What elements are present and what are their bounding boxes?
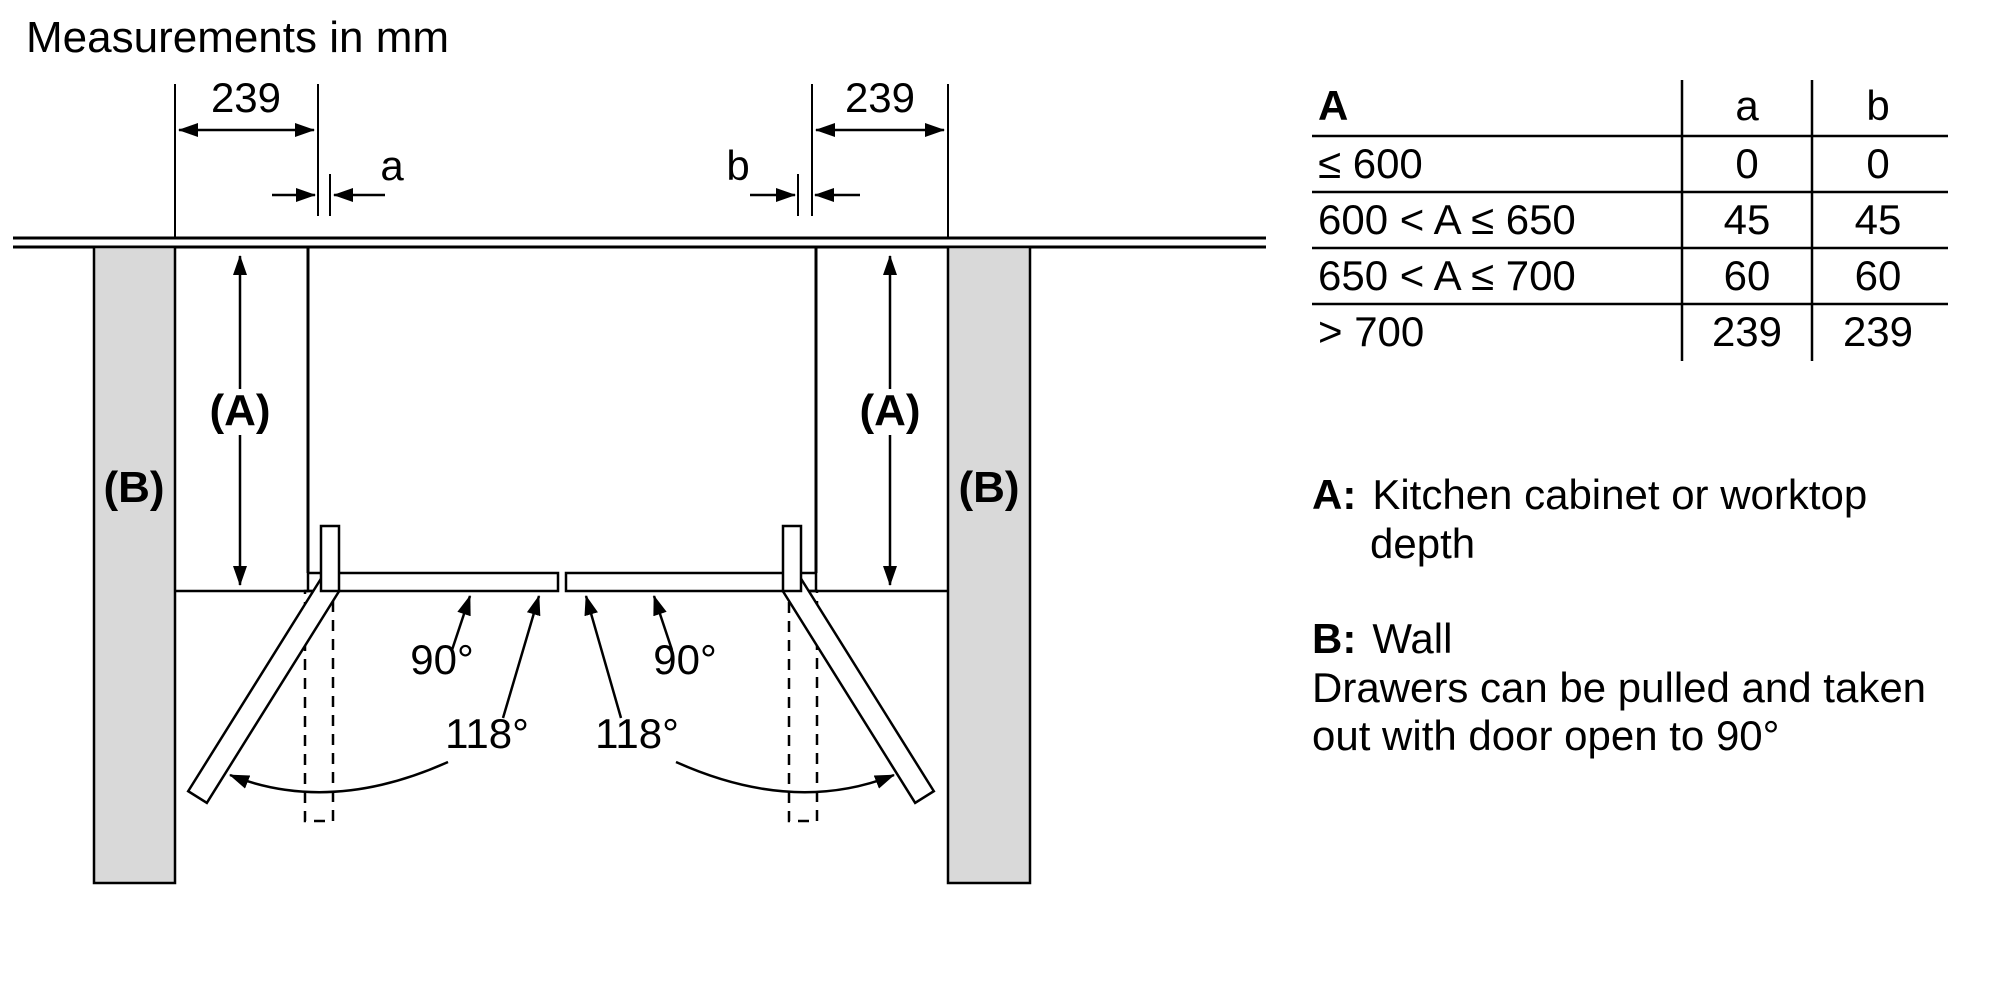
table-cell-a: 239 [1712, 308, 1782, 355]
door-90-left [303, 589, 335, 823]
depth-label-bg-right [850, 389, 930, 435]
dim-239-left-value: 239 [211, 74, 281, 121]
dim-a-label: a [380, 142, 404, 189]
legend-a-line1: A: Kitchen cabinet or worktop [1312, 471, 1867, 518]
depth-label-left: (A) [209, 386, 270, 435]
door-open-left [186, 577, 342, 805]
legend-note-line1: Drawers can be pulled and taken [1312, 664, 1926, 711]
hinge-right [781, 524, 803, 593]
dim-b-label: b [726, 142, 749, 189]
leader-118-right [584, 595, 623, 719]
depth-label-bg-left [200, 389, 280, 435]
arc-118-right [675, 760, 895, 794]
legend-note-line2: out with door open to 90° [1312, 712, 1779, 759]
closed-door-right [564, 571, 818, 593]
depth-dimension-left: (A) [200, 255, 280, 586]
table-cell-b: 60 [1855, 252, 1902, 299]
legend-b-key: B: [1312, 615, 1356, 662]
right-wall-block [946, 245, 1032, 885]
legend-a-key: A: [1312, 471, 1356, 518]
spec-table: A a b ≤ 600 0 0 600 < A ≤ 650 45 45 650 … [1312, 80, 1948, 361]
table-cell-range: ≤ 600 [1318, 140, 1423, 187]
angle-90-right: 90° [653, 636, 717, 683]
closed-door-left [306, 571, 560, 593]
table-cell-a: 0 [1735, 140, 1758, 187]
angle-90-left: 90° [410, 636, 474, 683]
dim-b: b [726, 142, 860, 216]
angle-118-left: 118° [445, 710, 529, 757]
hinges [319, 524, 803, 593]
right-wall: (B) [946, 245, 1032, 885]
table-row: > 700 239 239 [1318, 308, 1913, 355]
page-title: Measurements in mm [26, 13, 449, 62]
left-wall-label: (B) [103, 463, 164, 512]
leader-118-left [501, 595, 541, 719]
doors-at-90 [303, 589, 819, 823]
table-cell-b: 0 [1866, 140, 1889, 187]
table-header-a: a [1735, 82, 1759, 129]
leader-90-left [450, 595, 472, 651]
dim-239-right-value: 239 [845, 74, 915, 121]
door-open-right [780, 577, 936, 805]
table-header-b: b [1866, 82, 1889, 129]
hinge-left [319, 524, 341, 593]
legend-a-line2: depth [1370, 520, 1475, 567]
leader-90-right [652, 595, 674, 651]
dim-a: a [272, 142, 404, 216]
legend-a-text: Kitchen cabinet or worktop [1372, 471, 1867, 518]
left-wall-block [92, 245, 177, 885]
legend-b-text: Wall [1372, 615, 1452, 662]
table-cell-range: > 700 [1318, 308, 1424, 355]
table-cell-a: 60 [1724, 252, 1771, 299]
left-wall: (B) [92, 245, 177, 885]
depth-dimension-right: (A) [850, 255, 930, 586]
table-header-range: A [1318, 82, 1348, 129]
dim-239-left: 239 [174, 74, 319, 238]
door-90-right [787, 589, 819, 823]
table-cell-a: 45 [1724, 196, 1771, 243]
legend-b-line: B: Wall [1312, 615, 1452, 662]
dim-239-right: 239 [811, 74, 949, 238]
doors-open-118 [186, 577, 936, 805]
depth-label-right: (A) [859, 386, 920, 435]
right-wall-label: (B) [958, 463, 1019, 512]
angle-118-right: 118° [595, 710, 679, 757]
arc-118-left [229, 760, 449, 794]
fridge-body [306, 247, 818, 593]
table-cell-b: 45 [1855, 196, 1902, 243]
table-cell-range: 650 < A ≤ 700 [1318, 252, 1576, 299]
table-row: 600 < A ≤ 650 45 45 [1318, 196, 1901, 243]
table-row: ≤ 600 0 0 [1318, 140, 1890, 187]
worktop-edge [13, 236, 1266, 249]
angle-annotations: 90° 90° 118° 118° [229, 595, 895, 794]
table-row: 650 < A ≤ 700 60 60 [1318, 252, 1901, 299]
legend: A: Kitchen cabinet or worktop depth B: Wal… [1312, 471, 1926, 759]
table-cell-b: 239 [1843, 308, 1913, 355]
table-cell-range: 600 < A ≤ 650 [1318, 196, 1576, 243]
